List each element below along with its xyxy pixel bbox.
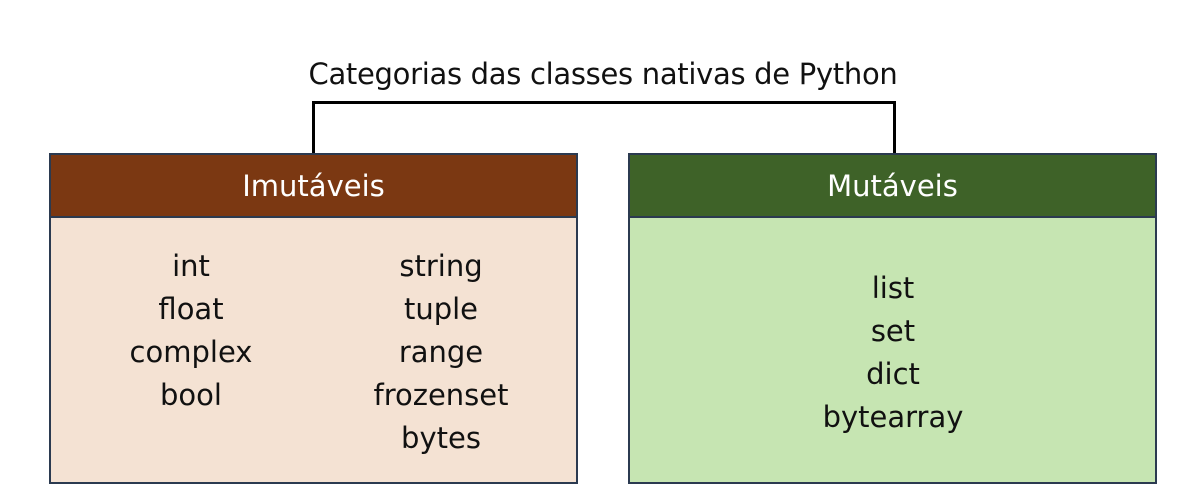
category-connector-line [312, 101, 896, 156]
list-item: bytearray [822, 400, 964, 434]
list-item: list [871, 271, 915, 305]
list-item: dict [866, 357, 920, 391]
list-item: complex [129, 335, 253, 369]
mutable-header: Mutáveis [630, 155, 1155, 218]
list-item: int [172, 249, 210, 283]
mutable-list: list set dict bytearray [793, 267, 993, 439]
immutable-list-left: int float complex bool [91, 245, 291, 417]
list-item: bytes [401, 421, 481, 455]
list-item: range [398, 335, 484, 369]
list-item: set [870, 314, 916, 348]
list-item: tuple [403, 292, 479, 326]
diagram-title: Categorias das classes nativas de Python [308, 57, 898, 91]
list-item: float [158, 292, 224, 326]
immutable-list-right: string tuple range frozenset bytes [341, 245, 541, 460]
list-item: frozenset [373, 378, 509, 412]
mutable-box: Mutáveis list set dict bytearray [628, 153, 1157, 484]
list-item: string [399, 249, 483, 283]
list-item: bool [160, 378, 222, 412]
immutable-box: Imutáveis int float complex bool string … [49, 153, 578, 484]
immutable-header: Imutáveis [51, 155, 576, 218]
